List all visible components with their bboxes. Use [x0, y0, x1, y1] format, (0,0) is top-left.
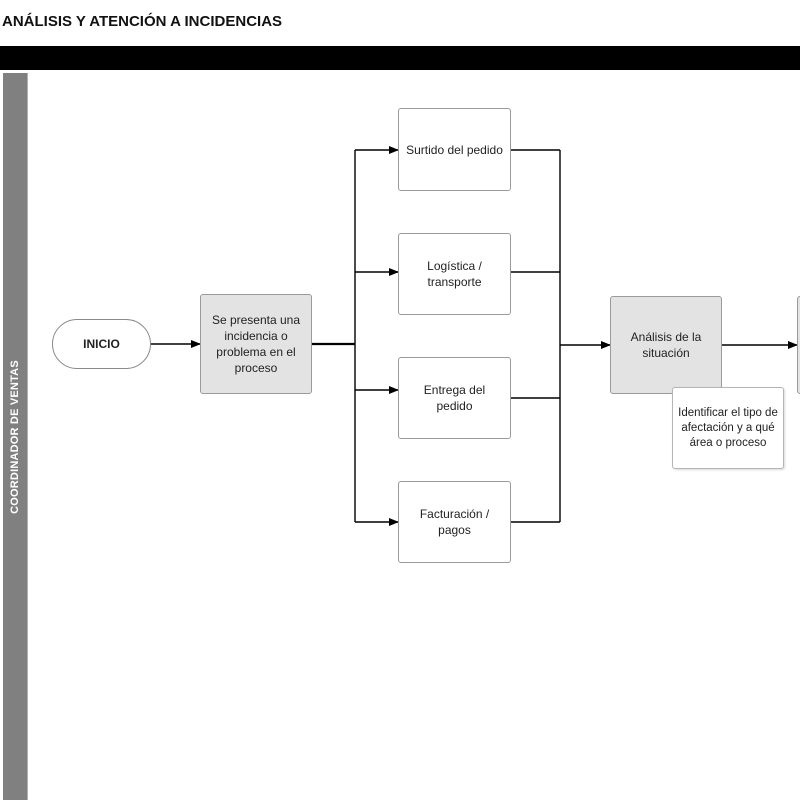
node-logistica: Logística / transporte — [398, 233, 511, 315]
node-incidencia: Se presenta una incidencia o problema en… — [200, 294, 312, 394]
header-band — [0, 46, 800, 70]
diagram-title: ANÁLISIS Y ATENCIÓN A INCIDENCIAS — [2, 13, 283, 30]
swimlane-divider — [27, 73, 28, 800]
title-bar: ANÁLISIS Y ATENCIÓN A INCIDENCIAS — [0, 0, 800, 46]
node-entrega: Entrega del pedido — [398, 357, 511, 439]
swimlane-header: COORDINADOR DE VENTAS — [3, 73, 27, 800]
node-next-partial — [797, 296, 800, 394]
node-facturacion: Facturación / pagos — [398, 481, 511, 563]
node-analisis: Análisis de la situación — [610, 296, 722, 394]
node-identificar-note: Identificar el tipo de afectación y a qu… — [672, 387, 784, 469]
node-inicio: INICIO — [52, 319, 151, 369]
node-surtido: Surtido del pedido — [398, 108, 511, 191]
